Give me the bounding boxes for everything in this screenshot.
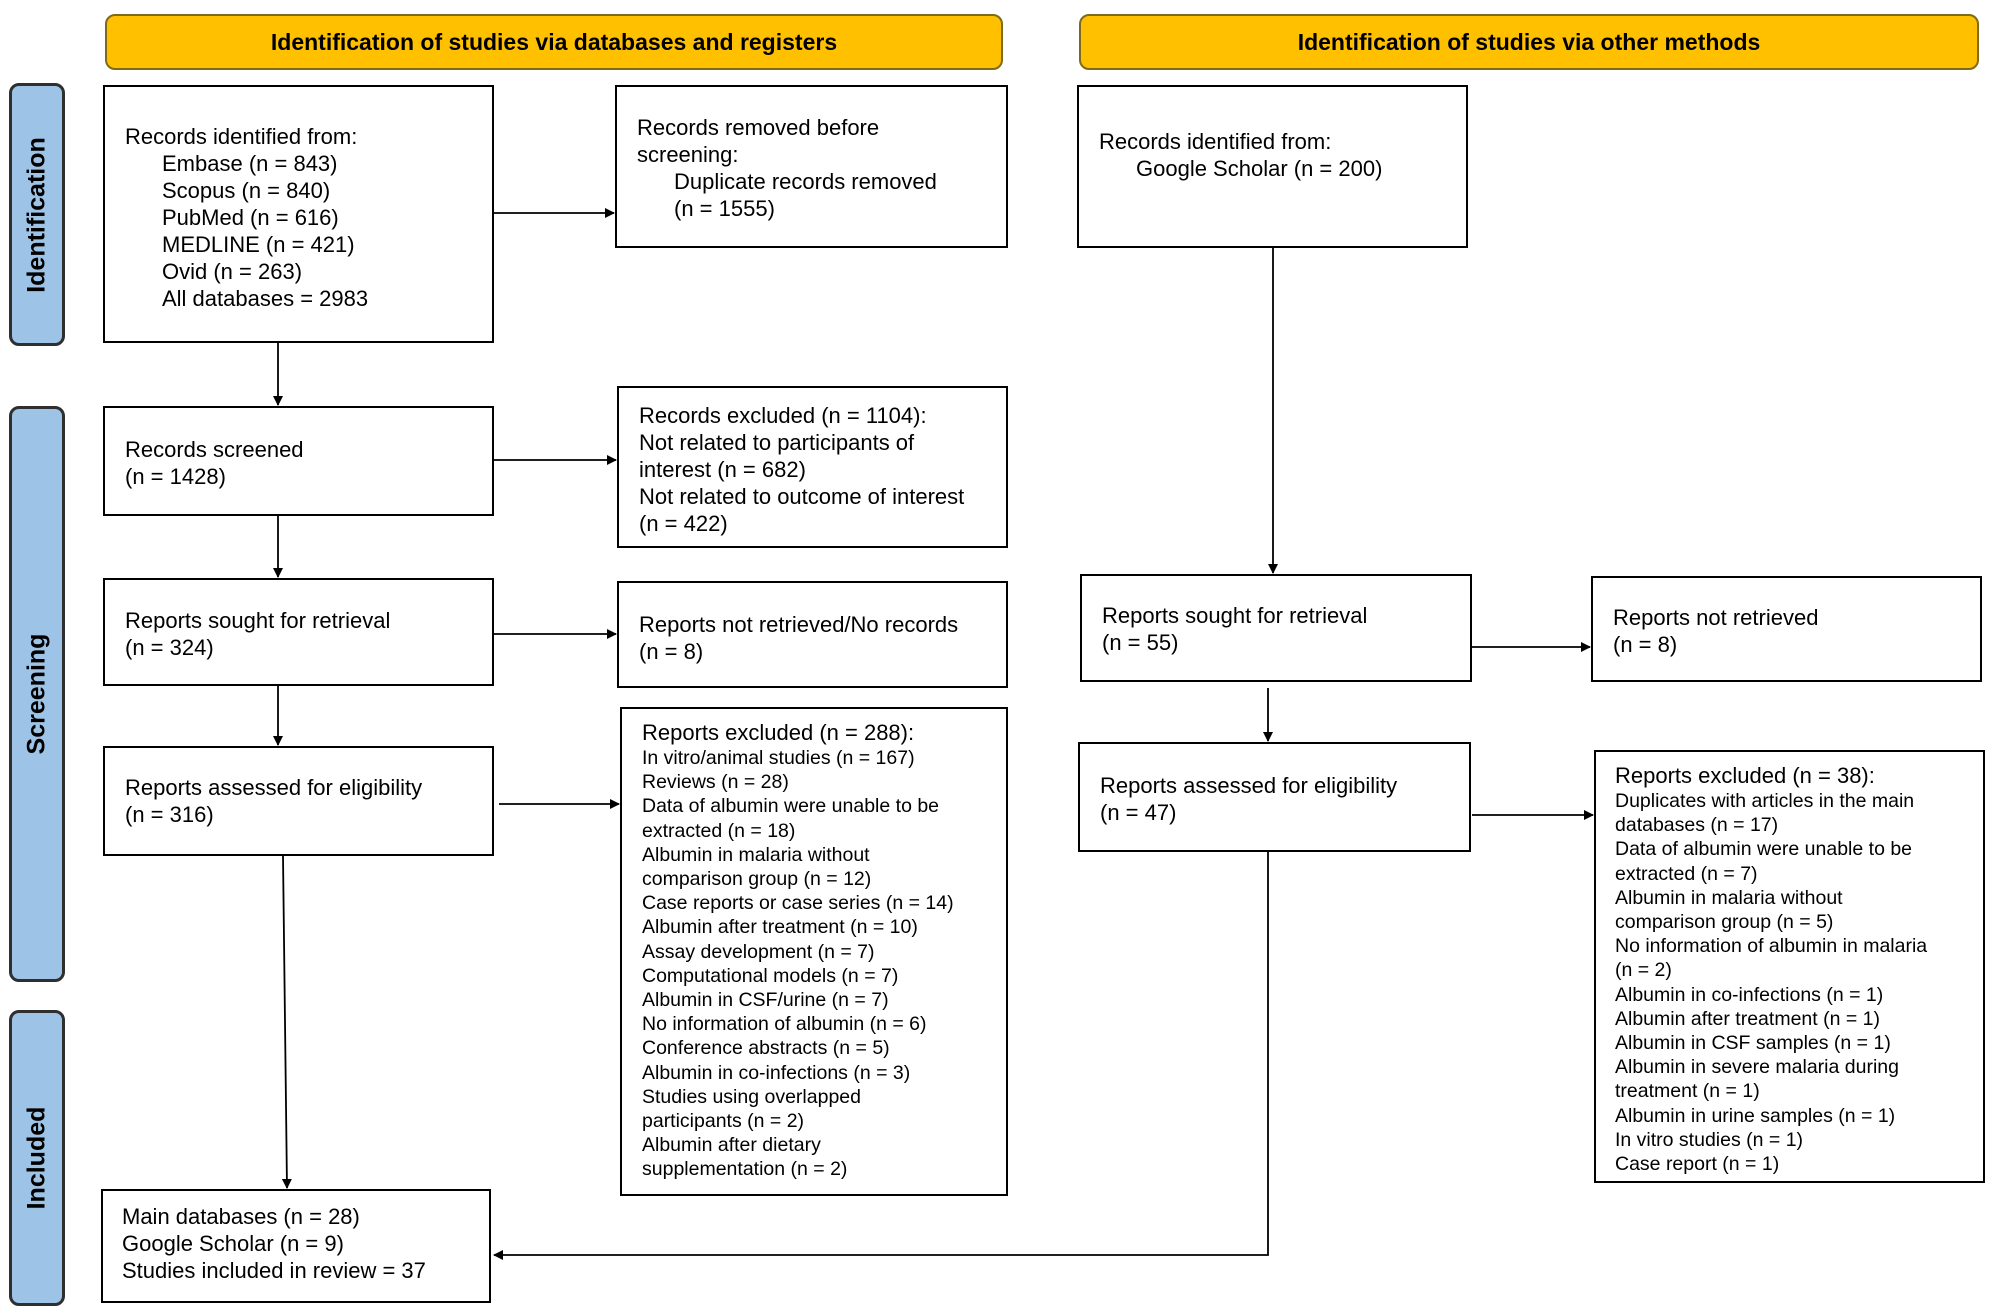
records-screened-line1: Records screened xyxy=(125,437,304,462)
exclusion-reason: Albumin in co-infections (n = 3) xyxy=(642,1061,911,1084)
other-exclusion-reason: Case report (n = 1) xyxy=(1615,1153,1780,1176)
source-ovid: Ovid (n = 263) xyxy=(162,259,303,284)
other-reports-excluded-box: Reports excluded (n = 38): Duplicates wi… xyxy=(1594,750,1985,1183)
included-main-databases: Main databases (n = 28) xyxy=(122,1204,360,1229)
other-exclusion-reason: Duplicates with articles in the main xyxy=(1615,790,1915,812)
header-databases-registers-label: Identification of studies via databases … xyxy=(270,28,838,55)
other-exclusion-reason: Albumin in malaria without xyxy=(1615,886,1843,909)
other-reports-not-retrieved-line1: Reports not retrieved xyxy=(1613,605,1819,630)
other-records-identified-box: Records identified from: Google Scholar … xyxy=(1077,85,1468,248)
exclusion-reason: Assay development (n = 7) xyxy=(642,940,875,963)
records-excluded-line3: interest (n = 682) xyxy=(639,457,806,482)
exclusion-reason: Albumin after treatment (n = 10) xyxy=(642,916,918,939)
exclusion-reason: Albumin in CSF/urine (n = 7) xyxy=(642,989,889,1012)
other-exclusion-reason: treatment (n = 1) xyxy=(1615,1080,1760,1103)
exclusion-reason: supplementation (n = 2) xyxy=(642,1158,848,1181)
exclusion-reason: Studies using overlapped xyxy=(642,1085,861,1108)
records-excluded-box: Records excluded (n = 1104): Not related… xyxy=(617,386,1008,548)
other-reports-assessed-line2: (n = 47) xyxy=(1100,800,1177,825)
records-identified-box: Records identified from: Embase (n = 843… xyxy=(103,85,494,343)
exclusion-reason: Conference abstracts (n = 5) xyxy=(642,1037,890,1060)
other-exclusion-reason: databases (n = 17) xyxy=(1615,814,1779,837)
reports-assessed-line2: (n = 316) xyxy=(125,802,214,827)
reports-excluded-box: Reports excluded (n = 288): In vitro/ani… xyxy=(620,707,1008,1196)
exclusion-reason: Case reports or case series (n = 14) xyxy=(642,892,954,915)
reports-assessed-line1: Reports assessed for eligibility xyxy=(125,775,423,800)
header-databases-registers: Identification of studies via databases … xyxy=(105,14,1003,70)
other-reports-excluded-title: Reports excluded (n = 38): xyxy=(1615,763,1875,788)
other-exclusion-reason: Data of albumin were unable to be xyxy=(1615,838,1913,861)
other-reports-assessed-box: Reports assessed for eligibility (n = 47… xyxy=(1078,742,1471,852)
exclusion-reason: Computational models (n = 7) xyxy=(642,964,899,987)
other-reports-assessed-line1: Reports assessed for eligibility xyxy=(1100,773,1398,798)
other-exclusion-reason: In vitro studies (n = 1) xyxy=(1615,1128,1804,1151)
exclusion-reason: No information of albumin (n = 6) xyxy=(642,1013,927,1036)
reports-not-retrieved-line1: Reports not retrieved/No records xyxy=(639,612,959,637)
other-reports-sought-line1: Reports sought for retrieval xyxy=(1102,603,1368,628)
other-exclusion-reason: (n = 2) xyxy=(1615,959,1672,982)
exclusion-reason: comparison group (n = 12) xyxy=(642,868,872,891)
exclusion-reason: participants (n = 2) xyxy=(642,1110,805,1133)
records-removed-line2: screening: xyxy=(637,142,739,167)
phase-identification: Identification xyxy=(9,83,65,346)
records-removed-line3: Duplicate records removed xyxy=(674,169,937,194)
other-reports-not-retrieved-box: Reports not retrieved (n = 8) xyxy=(1591,576,1982,682)
other-reports-sought-line2: (n = 55) xyxy=(1102,630,1179,655)
source-embase: Embase (n = 843) xyxy=(162,151,338,176)
other-exclusion-reason: Albumin in CSF samples (n = 1) xyxy=(1615,1032,1891,1055)
reports-not-retrieved-line2: (n = 8) xyxy=(639,639,704,664)
phase-screening: Screening xyxy=(9,406,65,982)
other-exclusion-reason: Albumin in urine samples (n = 1) xyxy=(1615,1104,1896,1127)
records-excluded-line1: Records excluded (n = 1104): xyxy=(639,403,927,428)
arrow-assessed-to-included xyxy=(281,855,292,1189)
exclusion-reason: In vitro/animal studies (n = 167) xyxy=(642,747,915,769)
source-scopus: Scopus (n = 840) xyxy=(162,178,331,203)
header-other-methods-label: Identification of studies via other meth… xyxy=(1297,28,1761,55)
other-exclusion-reason: No information of albumin in malaria xyxy=(1615,935,1928,958)
reports-sought-line2: (n = 324) xyxy=(125,635,214,660)
exclusion-reason: Albumin after dietary xyxy=(642,1134,821,1157)
records-excluded-line4: Not related to outcome of interest xyxy=(639,484,965,509)
reports-excluded-title: Reports excluded (n = 288): xyxy=(642,720,915,745)
arrow-other-assessed-to-included xyxy=(493,852,1269,1260)
other-exclusion-reason: extracted (n = 7) xyxy=(1615,862,1758,885)
included-google-scholar: Google Scholar (n = 9) xyxy=(122,1231,344,1256)
source-medline: MEDLINE (n = 421) xyxy=(162,232,355,257)
reports-sought-line1: Reports sought for retrieval xyxy=(125,608,391,633)
studies-included-box: Main databases (n = 28) Google Scholar (… xyxy=(101,1189,491,1303)
records-removed-line4: (n = 1555) xyxy=(674,196,775,221)
records-screened-box: Records screened (n = 1428) xyxy=(103,406,494,516)
included-total: Studies included in review = 37 xyxy=(122,1258,426,1283)
reports-assessed-box: Reports assessed for eligibility (n = 31… xyxy=(103,746,494,856)
phase-included: Included xyxy=(9,1010,65,1306)
exclusion-reason: Albumin in malaria without xyxy=(642,843,870,866)
reports-sought-box: Reports sought for retrieval (n = 324) xyxy=(103,578,494,686)
other-exclusion-reason: Albumin after treatment (n = 1) xyxy=(1615,1007,1880,1030)
exclusion-reason: Data of albumin were unable to be xyxy=(642,795,940,818)
records-identified-title: Records identified from: xyxy=(125,124,358,149)
other-exclusion-reason: Albumin in co-infections (n = 1) xyxy=(1615,983,1884,1006)
other-reports-not-retrieved-line2: (n = 8) xyxy=(1613,632,1678,657)
other-records-identified-line1: Records identified from: xyxy=(1099,129,1332,154)
other-exclusion-reason: comparison group (n = 5) xyxy=(1615,911,1834,934)
header-other-methods: Identification of studies via other meth… xyxy=(1079,14,1979,70)
records-excluded-line5: (n = 422) xyxy=(639,511,728,536)
source-pubmed: PubMed (n = 616) xyxy=(162,205,339,230)
other-records-identified-line2: Google Scholar (n = 200) xyxy=(1136,156,1383,181)
other-exclusion-reason: Albumin in severe malaria during xyxy=(1615,1056,1899,1079)
exclusion-reason: extracted (n = 18) xyxy=(642,819,796,842)
source-all-databases: All databases = 2983 xyxy=(162,286,369,311)
exclusion-reason: Reviews (n = 28) xyxy=(642,771,789,794)
records-removed-line1: Records removed before xyxy=(637,115,880,140)
reports-not-retrieved-box: Reports not retrieved/No records (n = 8) xyxy=(617,581,1008,688)
other-reports-sought-box: Reports sought for retrieval (n = 55) xyxy=(1080,574,1472,682)
records-screened-line2: (n = 1428) xyxy=(125,464,226,489)
records-excluded-line2: Not related to participants of xyxy=(639,430,915,455)
records-removed-box: Records removed before screening: Duplic… xyxy=(615,85,1008,248)
